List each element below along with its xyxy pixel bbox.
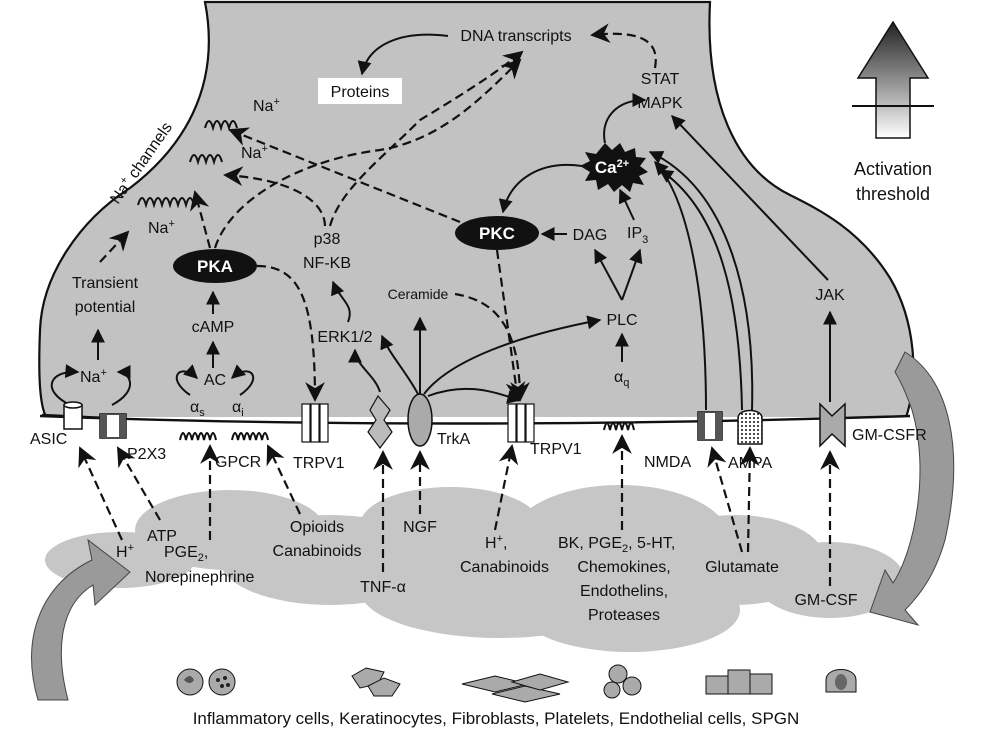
canabinoids2-label: Canabinoids: [460, 559, 549, 576]
calcium-burst: [580, 143, 648, 192]
trpv1-label-b: TRPV1: [530, 441, 582, 458]
h-mediator-label: H+: [116, 542, 134, 561]
norepinephrine-label: Norepinephrine: [145, 569, 255, 586]
pka-label: PKA: [197, 257, 233, 276]
trka-receptor: [407, 393, 433, 447]
asic-receptor: [63, 401, 83, 430]
cell-types-caption: Inflammatory cells, Keratinocytes, Fibro…: [193, 709, 800, 728]
na-label-mid: Na+: [241, 143, 268, 162]
dag-label: DAG: [573, 227, 608, 244]
erk-label: ERK1/2: [317, 329, 372, 346]
h2-mediator-label: H+,: [485, 533, 507, 552]
p2x3-receptor: [99, 413, 127, 439]
na-label-low: Na+: [148, 218, 175, 237]
inflammatory-cell-icons: [176, 668, 236, 696]
plc-label: PLC: [606, 312, 637, 329]
pka-node: [173, 249, 257, 283]
nfkb-label: NF-KB: [303, 255, 351, 272]
ac-label: AC: [204, 372, 226, 389]
tnf-label: TNF-α: [360, 579, 406, 596]
gmcsfr-label: GM-CSFR: [852, 427, 927, 444]
na-asic-label: Na+: [80, 367, 107, 386]
tnf-receptor: [367, 394, 393, 449]
pkc-label: PKC: [479, 224, 515, 243]
ca-label: Ca2+: [595, 158, 629, 177]
dna-transcripts-label: DNA transcripts: [460, 28, 571, 45]
mapk-label: MAPK: [637, 95, 683, 112]
stat-label: STAT: [641, 71, 680, 88]
pge2-label: PGE2,: [164, 544, 208, 564]
endothelial-cell-icons: [705, 669, 773, 695]
bk-label: BK, PGE2, 5-HT,: [558, 535, 675, 555]
gmcsfr-receptor: [819, 402, 846, 448]
p2x3-label: P2X3: [127, 446, 166, 463]
ngf-label: NGF: [403, 519, 437, 536]
fibroblast-icons: [461, 673, 570, 703]
glutamate-label: Glutamate: [705, 559, 779, 576]
na-channel-coils: [137, 120, 238, 209]
canabinoids-label: Canabinoids: [273, 543, 362, 560]
gmcsf-label: GM-CSF: [794, 592, 857, 609]
alpha-s-label: αs: [190, 399, 205, 419]
trka-label: TrkA: [437, 431, 471, 448]
activation-label-1: Activation: [854, 159, 932, 179]
pkc-node: [455, 216, 539, 250]
ampa-receptor: [737, 409, 763, 445]
nmda-label: NMDA: [644, 454, 691, 471]
platelet-icons: [603, 664, 642, 699]
transient-label-1: Transient: [72, 275, 139, 292]
nmda-receptor: [697, 411, 723, 441]
atp-label: ATP: [147, 528, 177, 545]
camp-label: cAMP: [192, 319, 235, 336]
ceramide-label: Ceramide: [388, 286, 449, 302]
trpv1-receptor-a: [301, 403, 329, 443]
proteases-label: Proteases: [588, 607, 660, 624]
gpcr-coils: [179, 432, 269, 441]
gpcr-alpha-q-coils: [603, 422, 635, 431]
trpv1-receptor-b: [507, 403, 535, 443]
p38-label: p38: [314, 231, 341, 248]
ip3-label: IP3: [627, 225, 648, 246]
opioids-label: Opioids: [290, 519, 344, 536]
feedback-arrow-left: [31, 538, 131, 701]
feedback-arrow-right: [869, 351, 955, 626]
na-label-top: Na+: [253, 96, 280, 115]
jak-label: JAK: [815, 287, 845, 304]
chemokines-label: Chemokines,: [577, 559, 670, 576]
activation-label-2: threshold: [856, 184, 930, 204]
proteins-box: [318, 78, 402, 104]
extracellular-cloud: [45, 485, 905, 652]
spgn-icon: [825, 669, 857, 693]
alpha-q-label: αq: [614, 369, 629, 389]
alpha-i-label: αi: [232, 399, 244, 419]
transient-label-2: potential: [75, 299, 136, 316]
asic-label: ASIC: [30, 431, 67, 448]
activation-threshold-icon: [852, 20, 934, 139]
keratinocyte-icons: [351, 667, 401, 697]
endothelins-label: Endothelins,: [580, 583, 668, 600]
gpcr-label: GPCR: [215, 454, 261, 471]
trpv1-label-a: TRPV1: [293, 455, 345, 472]
proteins-label: Proteins: [331, 84, 390, 101]
